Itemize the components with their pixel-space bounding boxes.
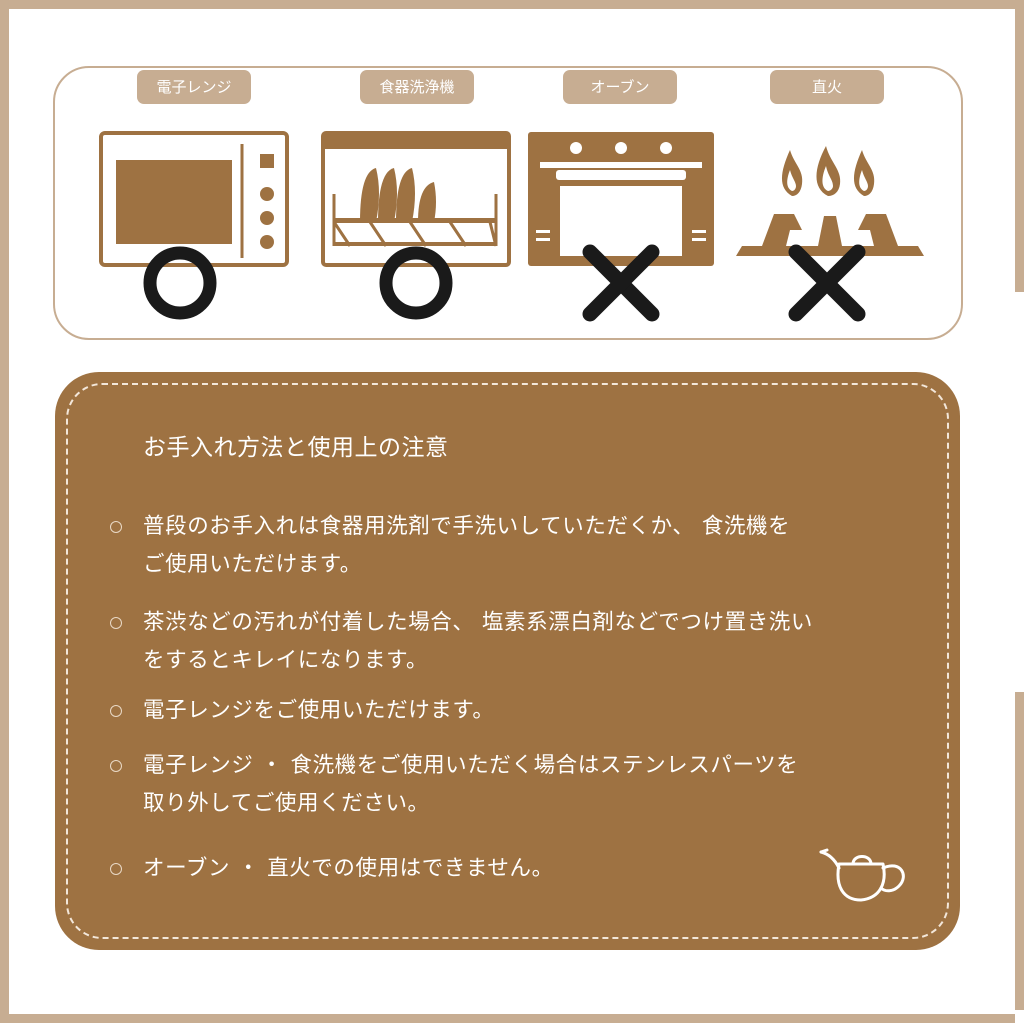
bullet-circle-icon bbox=[110, 617, 122, 629]
care-item-text: オーブン ・ 直火での使用はできません。 bbox=[143, 850, 913, 888]
teapot-icon bbox=[819, 848, 905, 902]
care-item-line: ご使用いただけます。 bbox=[143, 552, 362, 577]
bullet-circle-icon bbox=[110, 705, 122, 717]
frame-gap bbox=[1015, 1010, 1024, 1023]
bullet-circle-icon bbox=[110, 521, 122, 533]
care-item: 普段のお手入れは食器用洗剤で手洗いしていただくか、 食洗機を ご使用いただけます… bbox=[110, 508, 910, 588]
label-oven: オーブン bbox=[563, 70, 677, 104]
care-item-text: 電子レンジ ・ 食洗機をご使用いただく場合はステンレスパーツを 取り外してご使用… bbox=[143, 747, 913, 823]
label-microwave: 電子レンジ bbox=[137, 70, 251, 104]
frame-gap bbox=[1015, 292, 1024, 692]
care-item-line: オーブン ・ 直火での使用はできません。 bbox=[143, 856, 554, 881]
cross-icon bbox=[788, 244, 866, 322]
bullet-circle-icon bbox=[110, 760, 122, 772]
label-open-flame: 直火 bbox=[770, 70, 884, 104]
circle-icon bbox=[143, 246, 217, 320]
care-item: 電子レンジをご使用いただけます。 bbox=[110, 692, 910, 732]
cross-icon bbox=[582, 244, 660, 322]
care-item: オーブン ・ 直火での使用はできません。 bbox=[110, 850, 910, 890]
care-item-line: 電子レンジ ・ 食洗機をご使用いただく場合はステンレスパーツを bbox=[143, 753, 799, 778]
care-item-line: 茶渋などの汚れが付着した場合、 塩素系漂白剤などでつけ置き洗い bbox=[143, 610, 814, 635]
care-item-text: 茶渋などの汚れが付着した場合、 塩素系漂白剤などでつけ置き洗い をするとキレイに… bbox=[143, 604, 913, 680]
care-item-line: をするとキレイになります。 bbox=[143, 648, 429, 673]
care-item-text: 普段のお手入れは食器用洗剤で手洗いしていただくか、 食洗機を ご使用いただけます… bbox=[143, 508, 913, 584]
stitch-border bbox=[66, 383, 949, 939]
care-item: 電子レンジ ・ 食洗機をご使用いただく場合はステンレスパーツを 取り外してご使用… bbox=[110, 747, 910, 827]
microwave-icon bbox=[99, 131, 289, 267]
circle-icon bbox=[379, 246, 453, 320]
label-dishwasher: 食器洗浄機 bbox=[360, 70, 474, 104]
care-item-line: 取り外してご使用ください。 bbox=[143, 791, 430, 816]
care-item: 茶渋などの汚れが付着した場合、 塩素系漂白剤などでつけ置き洗い をするとキレイに… bbox=[110, 604, 910, 684]
care-item-line: 普段のお手入れは食器用洗剤で手洗いしていただくか、 食洗機を bbox=[143, 514, 791, 539]
dishwasher-icon bbox=[321, 131, 511, 267]
care-item-line: 電子レンジをご使用いただけます。 bbox=[143, 698, 495, 723]
oven-icon bbox=[528, 132, 714, 266]
care-instructions-card: お手入れ方法と使用上の注意 普段のお手入れは食器用洗剤で手洗いしていただくか、 … bbox=[55, 372, 960, 950]
bullet-circle-icon bbox=[110, 863, 122, 875]
care-item-text: 電子レンジをご使用いただけます。 bbox=[143, 692, 913, 730]
gas-flame-icon bbox=[736, 146, 924, 256]
care-title: お手入れ方法と使用上の注意 bbox=[143, 435, 449, 461]
